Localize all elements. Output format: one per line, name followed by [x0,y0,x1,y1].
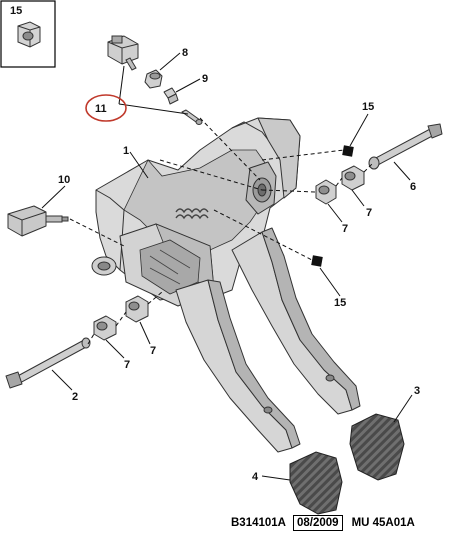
nut-marker-15-upper [342,145,354,157]
callout-15-lower: 15 [334,297,346,309]
callout-15-upper: 15 [362,101,374,113]
callout-10: 10 [58,174,70,186]
footer-date: 08/2009 [292,515,343,531]
callout-inset-15: 15 [10,5,22,17]
nut-icon [17,21,41,48]
callout-2: 2 [72,391,78,403]
clutch-pedal-arm [175,279,301,453]
callout-1: 1 [123,145,129,157]
nut-marker-15-lower [311,255,323,267]
leader-lines [41,52,413,481]
assembly-lines [69,117,373,345]
callout-7-upper-right: 7 [366,207,372,219]
brake-pedal-pad-part-3 [349,413,405,481]
pin-part [181,109,203,125]
footer-code: MU 45A01A [351,517,415,529]
bushing-part-7-lower-left [93,315,117,341]
switch-part-10 [7,205,69,237]
brake-pedal-arm [231,227,361,415]
callout-3: 3 [414,385,420,397]
callout-7-right: 7 [342,223,348,235]
footer-reference: B314101A [231,517,286,529]
switch-part-11 [107,35,139,71]
callout-8: 8 [182,47,188,59]
bushing-part-7-lower-right [125,295,149,323]
pivot-shaft-part-6 [368,123,443,170]
callout-9: 9 [202,73,208,85]
inset-box: 15 [0,0,56,68]
callout-4: 4 [252,471,259,483]
highlight-circle [85,94,127,122]
pivot-shaft-part-2 [5,337,91,389]
bushing-part-7-upper-right [341,165,365,191]
diagram-footer: B314101A 08/2009 MU 45A01A [228,515,418,531]
callout-6: 6 [410,181,416,193]
pedal-hub-block [119,223,215,307]
bushing-part-7-right [315,179,337,205]
clutch-pedal-pad-part-4 [289,451,343,515]
clip-part-8 [144,69,163,89]
spacer-part-9 [163,87,179,105]
callout-11: 11 [95,103,107,115]
callout-7-lower-right: 7 [150,345,156,357]
callout-7-lower-left: 7 [124,359,130,371]
callout-labels: 8 9 11 15 1 10 6 7 7 7 7 15 2 3 4 [58,47,420,483]
